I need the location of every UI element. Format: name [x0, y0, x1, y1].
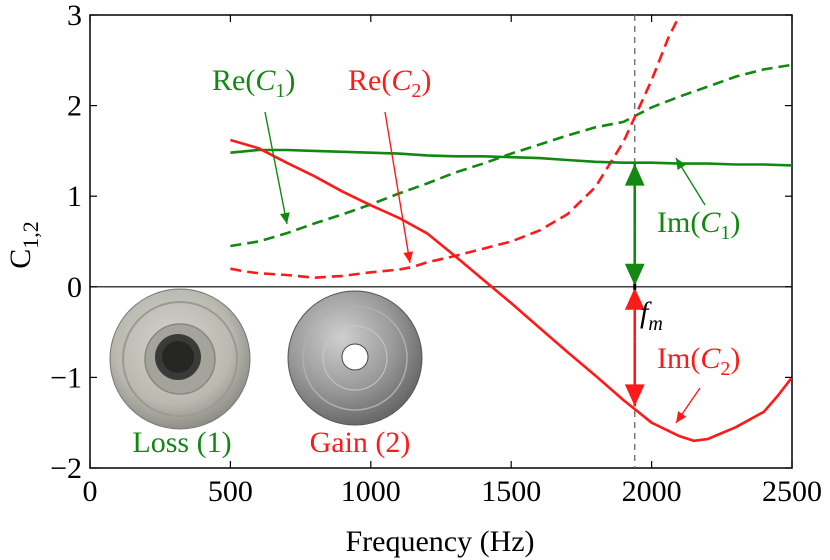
label-re1-sub: 1 [275, 80, 285, 102]
label-im2-close: ) [730, 342, 740, 375]
double-arrow-green-up-head [624, 163, 645, 186]
gain-disc-photo [287, 290, 423, 426]
legend-loss-label: Loss (1) [132, 426, 231, 459]
pointer-re1-shaft [264, 111, 288, 225]
y-axis-title: C1,2 [4, 221, 43, 269]
double-arrow-red-up-head [624, 287, 645, 310]
label-im1: Im(C1) [657, 206, 740, 244]
double-arrow-red-down-head [624, 384, 645, 407]
y-tick-label-3: 1 [67, 180, 82, 213]
plot-border [89, 14, 793, 469]
x-axis-title: Frequency (Hz) [345, 525, 534, 558]
tick-labels: 0 500 1000 1500 2000 2500 −2 −1 0 1 2 3 [50, 0, 822, 508]
y-tick-label-0: −2 [50, 452, 82, 485]
y-tick-label-2: 0 [67, 271, 82, 304]
x-tick-label-2: 1000 [341, 475, 401, 508]
legend-gain-label: Gain (2) [310, 426, 411, 459]
label-re1-base: Re( [212, 64, 255, 97]
label-im1-close: ) [730, 206, 740, 239]
pointer-im1-head [676, 158, 686, 170]
label-re1-close: ) [285, 64, 295, 97]
plot-frame [89, 14, 793, 469]
loss-disc-photo [109, 288, 251, 430]
fm-label: fm [640, 296, 663, 335]
axis-ticks [89, 14, 793, 469]
label-im2-base: Im( [657, 342, 700, 375]
fm-label-sub: m [648, 313, 662, 335]
x-tick-label-4: 2000 [622, 475, 682, 508]
label-re1-var: C [255, 64, 276, 97]
label-im2-var: C [700, 342, 721, 375]
double-arrow-green-down-head [624, 263, 645, 286]
label-im2: Im(C2) [657, 342, 740, 380]
label-re2: Re(C2) [348, 64, 431, 102]
pointer-re2-shaft [384, 111, 411, 264]
annotations: Re(C1)Re(C2)Im(C1)Im(C2) [212, 64, 740, 424]
y-axis-title-main: C [4, 249, 37, 269]
y-tick-label-1: −1 [50, 361, 82, 394]
x-tick-label-0: 0 [83, 475, 98, 508]
label-re2-close: ) [421, 64, 431, 97]
series-layer [230, 15, 792, 443]
y-axis-title-sub: 1,2 [18, 221, 43, 249]
y-tick-label-4: 2 [67, 90, 82, 123]
x-tick-label-5: 2500 [762, 475, 822, 508]
x-tick-label-1: 500 [208, 475, 253, 508]
label-im1-var: C [700, 206, 721, 239]
series-line-imc2 [230, 138, 792, 443]
label-im1-base: Im( [657, 206, 700, 239]
y-tick-label-5: 3 [67, 0, 82, 32]
series-line-imc1 [230, 148, 792, 167]
x-tick-label-3: 1500 [481, 475, 541, 508]
pointer-im2-head [676, 411, 687, 423]
label-re2-sub: 2 [411, 80, 421, 102]
label-im1-sub: 1 [720, 222, 730, 244]
pointer-re2-head [403, 251, 414, 263]
label-re2-var: C [391, 64, 412, 97]
label-im2-sub: 2 [720, 358, 730, 380]
series-line-rec1 [230, 63, 792, 248]
pointer-re1-head [280, 212, 290, 224]
series-line-rec2 [230, 15, 681, 279]
label-re2-base: Re( [348, 64, 391, 97]
label-re1: Re(C1) [212, 64, 295, 102]
